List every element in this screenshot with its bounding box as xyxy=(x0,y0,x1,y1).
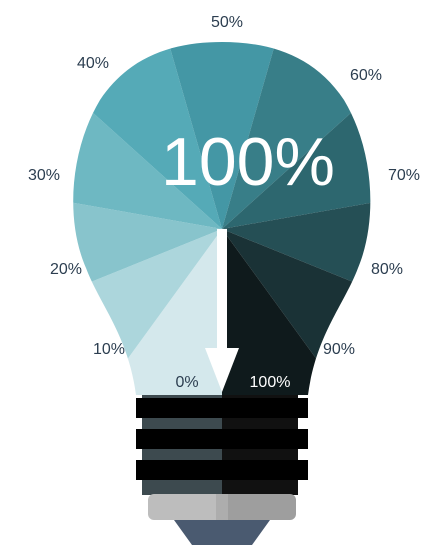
scale-label-90-percent: 90% xyxy=(323,341,355,358)
base-cap-right xyxy=(222,494,296,520)
needle-arrow xyxy=(205,229,239,392)
base-stripe-1 xyxy=(136,398,308,418)
base-stripe-3 xyxy=(136,460,308,480)
gauge-scale-labels: 0% 10% 20% 30% 40% 50% 60% 70% 80% 90% 100% xyxy=(28,14,420,391)
scale-label-50-percent: 50% xyxy=(211,14,243,31)
gauge-value: 100% xyxy=(161,124,335,200)
bulb-base xyxy=(136,395,308,545)
scale-label-0-percent: 0% xyxy=(175,374,198,391)
gauge-segment xyxy=(139,42,305,229)
base-stripe-2 xyxy=(136,429,308,449)
gauge-segment xyxy=(222,229,371,395)
scale-label-100-percent: 100% xyxy=(250,374,291,391)
scale-label-80-percent: 80% xyxy=(371,261,403,278)
gauge-segment xyxy=(222,176,371,342)
scale-label-30-percent: 30% xyxy=(28,167,60,184)
scale-label-10-percent: 10% xyxy=(93,341,125,358)
scale-label-20-percent: 20% xyxy=(50,261,82,278)
scale-label-40-percent: 40% xyxy=(77,55,109,72)
base-tip xyxy=(174,520,270,545)
gauge-segment xyxy=(73,229,222,395)
gauge-segment xyxy=(73,176,222,342)
scale-label-60-percent: 60% xyxy=(350,67,382,84)
scale-label-70-percent: 70% xyxy=(388,167,420,184)
base-cap-left xyxy=(148,494,222,520)
